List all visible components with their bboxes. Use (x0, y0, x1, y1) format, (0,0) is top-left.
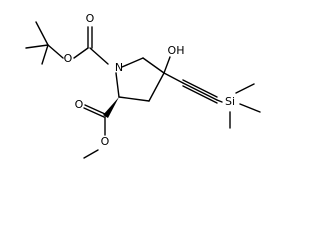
bond-n-c5 (121, 57, 144, 68)
bond-triple-c (182, 85, 218, 104)
bond-si-methyl-2 (239, 103, 261, 113)
bond-triple-a (182, 79, 218, 98)
bond-tbu-to-o (47, 44, 64, 59)
trimethylsilylethynyl-group (163, 72, 261, 129)
bond-c4-c3 (148, 72, 165, 102)
bond-triple-b (182, 82, 218, 101)
bond-carbonyl-to-n (89, 47, 109, 65)
bond-alkyne-si (216, 99, 223, 103)
bond-c4-alkyne (163, 72, 184, 84)
atom-ester-carbonyl-oxygen: O (75, 98, 84, 111)
structure-canvas: N OH Si O O O O (25, 12, 261, 159)
bond-tbu-left (25, 44, 49, 49)
methyl-ester-group (83, 97, 119, 159)
bond-c3-c2 (118, 96, 150, 102)
atom-nitrogen: N (115, 61, 123, 74)
bond-c4-oh (163, 56, 171, 74)
chemical-structure-diagram: N OH Si O O O O (25, 12, 261, 159)
pyrrolidine-ring (115, 57, 165, 102)
stereo-wedge-bond (103, 97, 119, 118)
atom-boc-ester-oxygen: O (64, 52, 73, 65)
bond-si-methyl-1 (235, 83, 255, 94)
bond-tbu-up (35, 21, 49, 46)
tert-butyl-group (25, 21, 64, 65)
bond-ester-double-a (83, 107, 105, 118)
bond-c2-n (115, 72, 120, 98)
atom-hydroxyl: OH (168, 44, 185, 57)
bond-o-methyl (83, 149, 99, 159)
atom-silicon: Si (225, 95, 235, 108)
bond-o-to-carbonyl-c (73, 47, 89, 59)
bond-c5-c4 (142, 57, 165, 74)
atom-boc-carbonyl-oxygen: O (86, 12, 95, 25)
boc-carbamate (73, 26, 109, 65)
bond-ester-double-b (84, 104, 106, 115)
atom-ester-methoxy-oxygen: O (101, 135, 110, 148)
bond-tbu-down (41, 44, 49, 65)
